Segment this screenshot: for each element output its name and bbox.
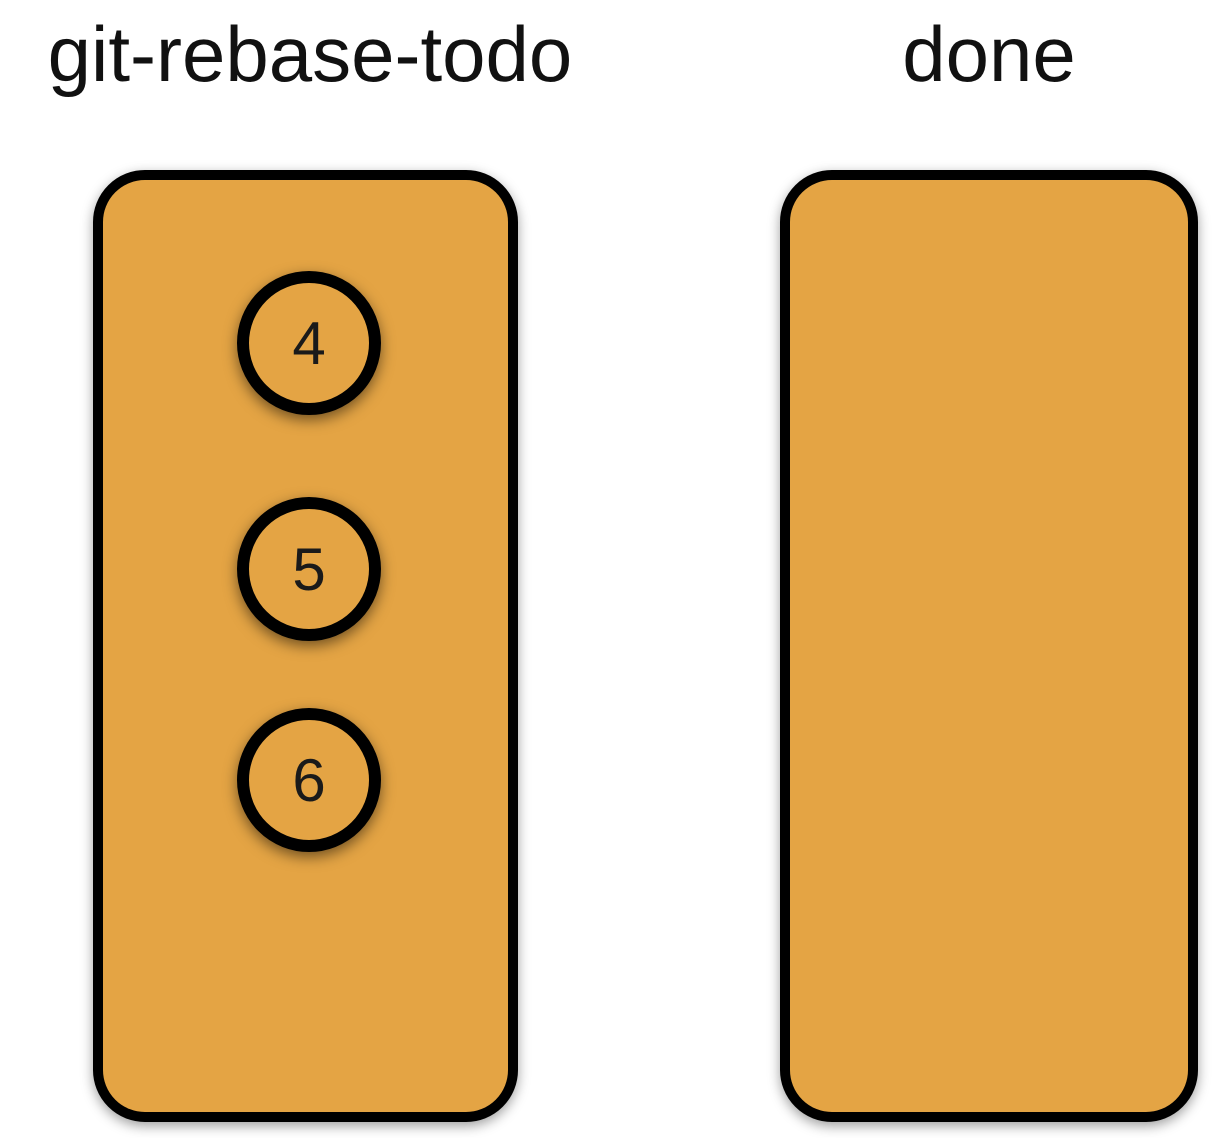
done-column-title: done — [902, 9, 1076, 98]
todo-stack-panel: 4 5 6 — [93, 170, 518, 1122]
commit-node-4: 4 — [237, 271, 381, 415]
commit-node-6: 6 — [237, 708, 381, 852]
todo-column-title: git-rebase-todo — [47, 9, 573, 98]
done-stack-panel — [780, 170, 1198, 1122]
commit-node-5: 5 — [237, 497, 381, 641]
